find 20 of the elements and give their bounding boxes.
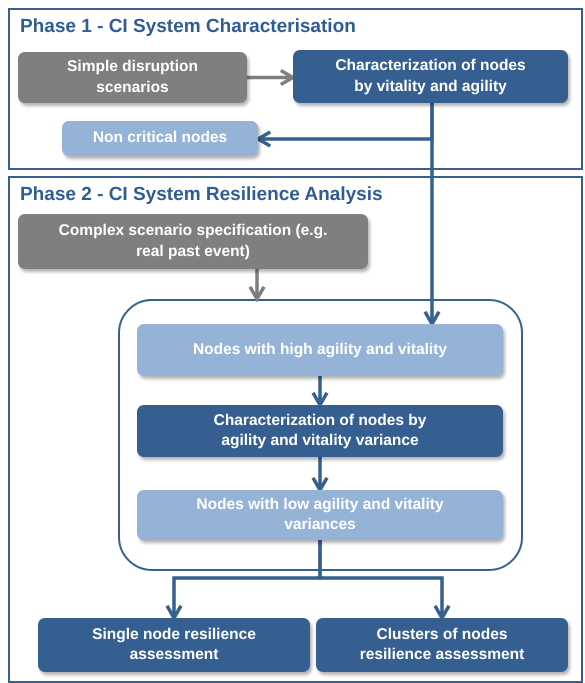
process-box: Single node resilience assessment bbox=[38, 618, 310, 672]
process-box: Complex scenario specification (e.g. real past event) bbox=[18, 214, 368, 269]
phase-panel bbox=[8, 176, 583, 683]
phase-panel bbox=[8, 8, 583, 170]
process-box: Characterization of nodes by agility and vitality variance bbox=[137, 405, 503, 457]
process-box: Non critical nodes bbox=[62, 121, 258, 156]
arrow bbox=[311, 376, 329, 407]
process-box: Characterization of nodes by vitality and agility bbox=[293, 50, 568, 103]
process-box: Nodes with high agility and vitality bbox=[137, 324, 503, 376]
arrow bbox=[311, 457, 329, 492]
arrow bbox=[423, 103, 441, 326]
arrow bbox=[247, 68, 295, 86]
phase-heading: Phase 2 - CI System Resilience Analysis bbox=[20, 184, 383, 206]
phase-heading: Phase 1 - CI System Characterisation bbox=[20, 16, 356, 38]
arrow bbox=[248, 269, 266, 301]
process-box: Simple disruption scenarios bbox=[18, 52, 247, 103]
group-frame bbox=[118, 299, 523, 571]
arrow bbox=[318, 540, 451, 620]
process-box: Nodes with low agility and vitality variances bbox=[137, 490, 503, 540]
process-box: Clusters of nodes resilience assessment bbox=[316, 618, 568, 672]
